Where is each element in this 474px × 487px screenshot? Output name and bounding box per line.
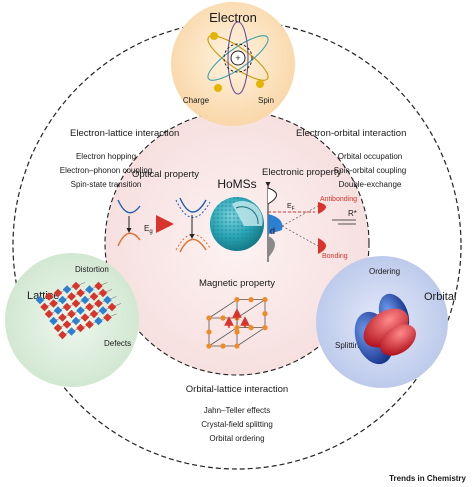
orbital-lattice-item: Orbital ordering (209, 434, 264, 443)
electronic-property-title: Electronic property (262, 167, 341, 178)
brand-label: Trends in Chemistry (389, 474, 466, 483)
antibonding-label: Antibonding (320, 196, 357, 203)
bonding-label: Bonding (322, 253, 348, 260)
electron-orbital-item: Double-exchange (339, 180, 402, 189)
atom-icon: + (207, 21, 269, 95)
electron-lattice-title: Electron-lattice interaction (70, 128, 179, 139)
r-star-label: R* (348, 209, 357, 218)
electron-lattice-item: Electron hopping (76, 152, 136, 161)
lattice-title: Lattice (27, 290, 59, 302)
electron-orbital-block: Electron-orbital interaction Orbital occ… (296, 128, 406, 189)
ordering-label: Ordering (369, 267, 400, 276)
ef-label: EF (287, 203, 295, 212)
optical-property-title: Optical property (132, 169, 199, 180)
electron-orbital-item: Orbital occupation (338, 152, 402, 161)
nucleus-sign: + (235, 53, 240, 63)
defects-label: Defects (104, 339, 131, 348)
orbital-node: Orbital Ordering Splitting (316, 256, 456, 388)
core-content: Optical property Electronic property HoM… (117, 167, 357, 349)
distortion-label: Distortion (75, 265, 109, 274)
spin-label: Spin (258, 96, 274, 105)
hollow-sphere-icon (210, 197, 264, 251)
eg-label: Eg (144, 224, 153, 235)
homss-title: HoMSs (217, 177, 256, 191)
lattice-node: Lattice Distortion Defects (5, 253, 139, 387)
splitting-label: Splitting (335, 341, 363, 350)
charge-label: Charge (183, 96, 210, 105)
energy-level-diagram-icon: EF d Antibonding Bonding R* (265, 182, 357, 262)
orbital-lattice-item: Crystal-field splitting (201, 420, 273, 429)
electron-lattice-block: Electron-lattice interaction Electron ho… (60, 128, 180, 189)
electron-node: Electron + Charge Spin (171, 2, 295, 126)
magnetic-lattice-icon (206, 297, 268, 349)
orbital-lattice-item: Jahn–Teller effects (204, 406, 271, 415)
orbital-title: Orbital (424, 291, 456, 303)
orbital-lattice-block: Orbital-lattice interaction Jahn–Teller … (186, 384, 288, 443)
lattice-grid-icon (35, 281, 122, 340)
orbital-lobes-icon (354, 293, 417, 365)
electron-lattice-item: Spin-state transition (71, 180, 142, 189)
magnetic-property-title: Magnetic property (199, 278, 275, 289)
orbital-lattice-title: Orbital-lattice interaction (186, 384, 288, 395)
d-label: d (270, 226, 275, 236)
electron-lattice-item: Electron–phonon coupling (60, 166, 153, 175)
electron-orbital-title: Electron-orbital interaction (296, 128, 406, 139)
band-diagram-icon: Eg (117, 197, 211, 253)
electron-title: Electron (209, 10, 257, 25)
electron-orbital-item: Spin-orbital coupling (334, 166, 407, 175)
